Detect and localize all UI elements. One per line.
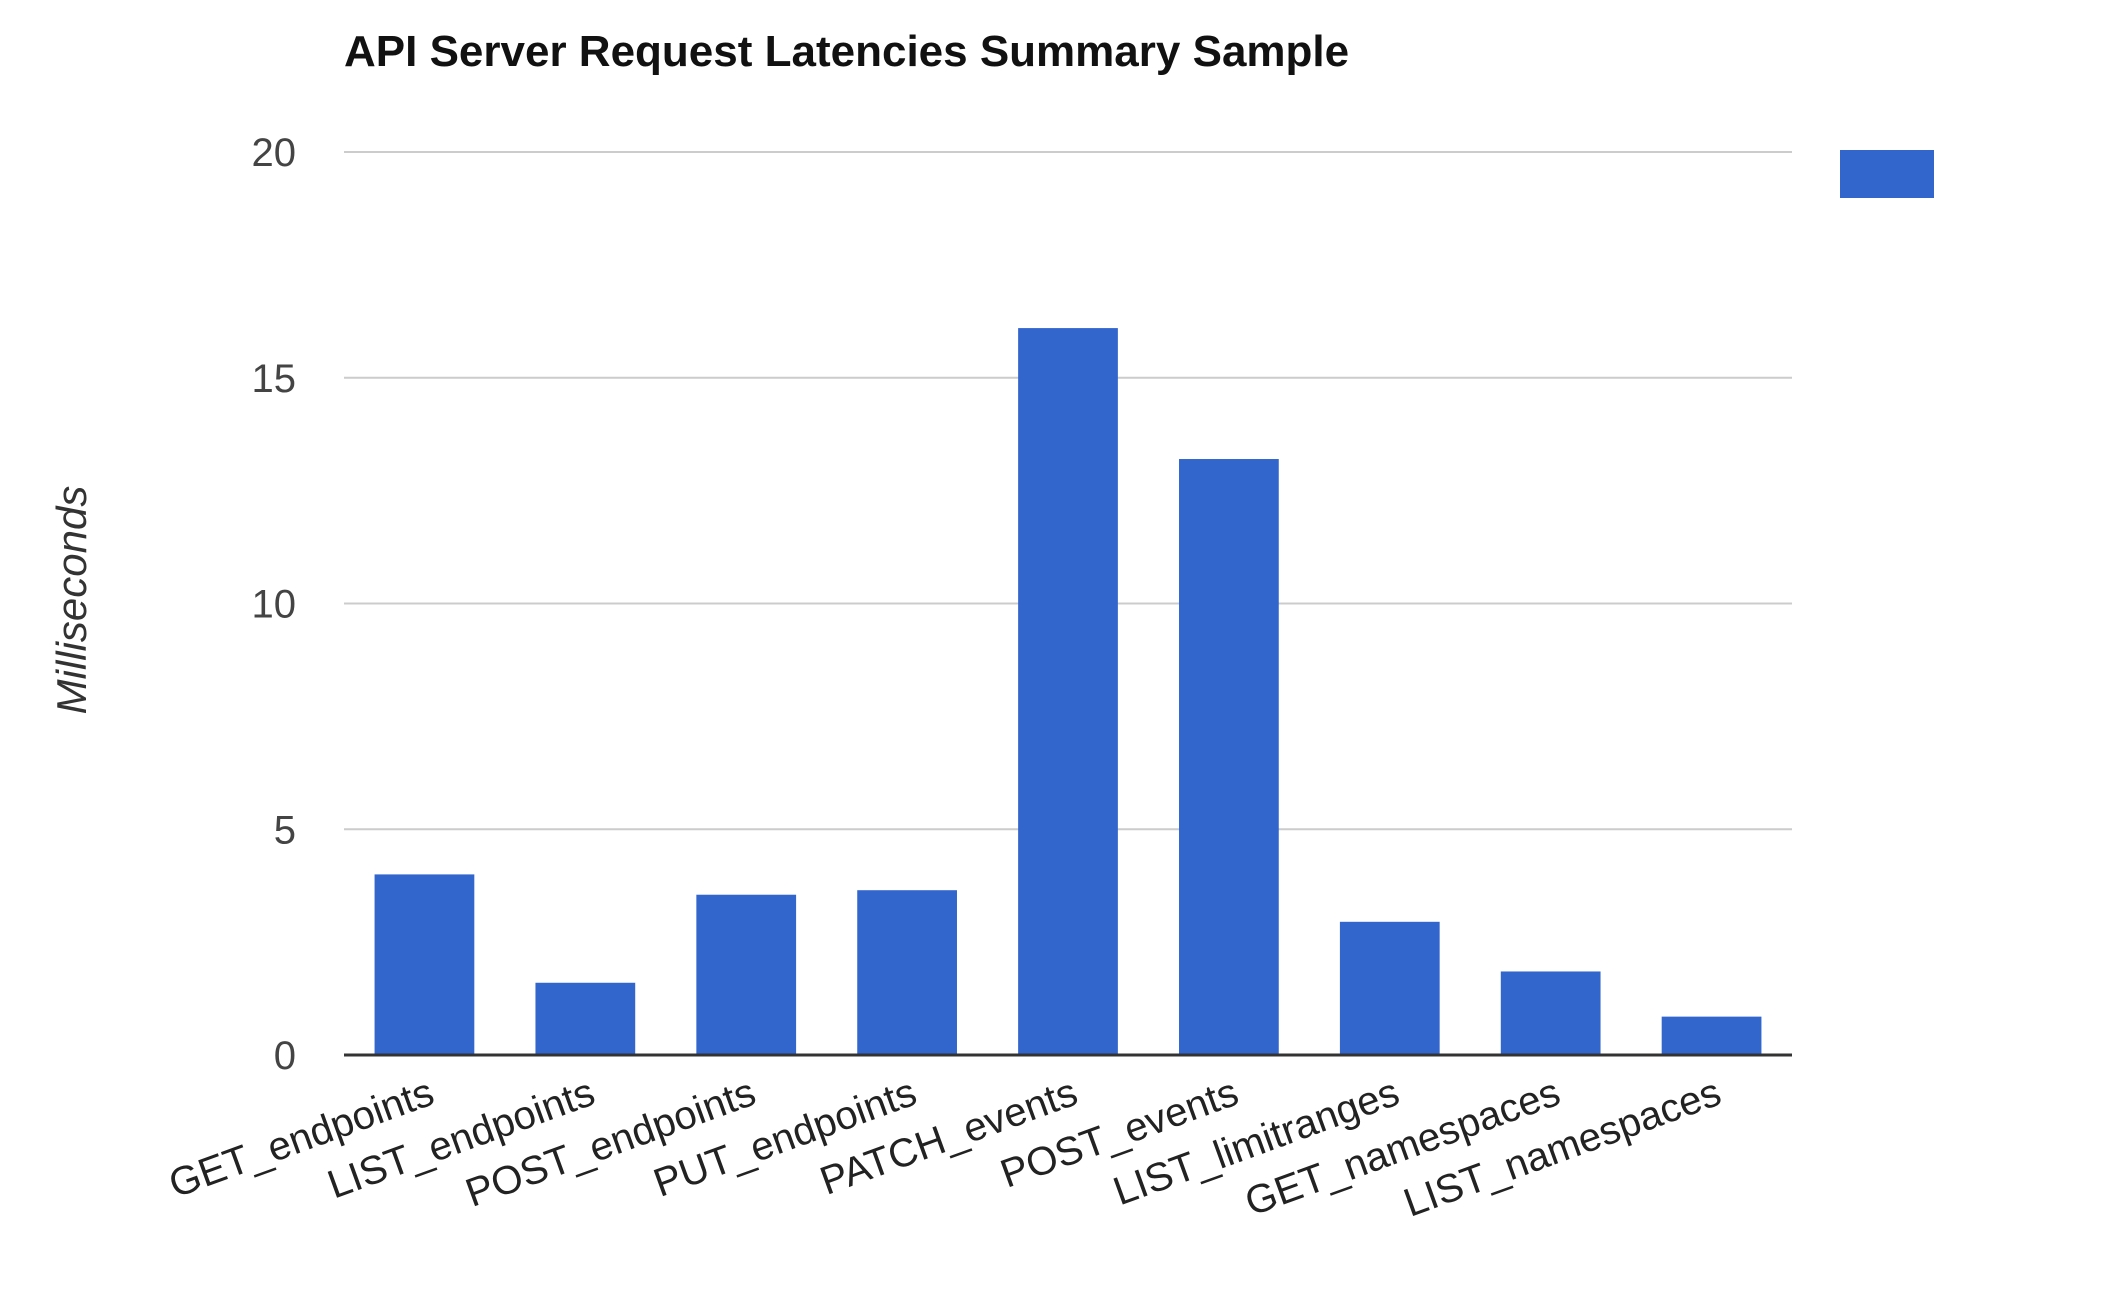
y-tick-label: 10 bbox=[252, 583, 297, 627]
y-tick-label: 5 bbox=[274, 808, 296, 852]
bar-list-endpoints bbox=[535, 982, 636, 1055]
bars bbox=[374, 328, 1762, 1056]
y-tick-label: 15 bbox=[252, 357, 297, 401]
bar-list-namespaces bbox=[1661, 1016, 1762, 1055]
legend-swatch-series-1 bbox=[1840, 150, 1934, 198]
bar-put-endpoints bbox=[857, 890, 957, 1055]
bar-post-events bbox=[1179, 459, 1279, 1055]
bar-get-endpoints bbox=[374, 874, 475, 1055]
y-axis-ticks: 0 5 10 15 20 bbox=[252, 131, 297, 1078]
bar-patch-events bbox=[1018, 328, 1118, 1056]
y-axis-label: Milliseconds bbox=[48, 486, 95, 715]
legend bbox=[1840, 150, 1934, 198]
y-tick-label: 20 bbox=[252, 131, 297, 175]
y-tick-label: 0 bbox=[274, 1034, 296, 1078]
bar-get-namespaces bbox=[1500, 971, 1601, 1055]
bar-list-limitranges bbox=[1339, 921, 1440, 1055]
x-axis-ticks: GET_endpointsLIST_endpointsPOST_endpoint… bbox=[163, 1070, 1726, 1225]
chart-title: API Server Request Latencies Summary Sam… bbox=[344, 27, 1349, 76]
bar-post-endpoints bbox=[696, 894, 797, 1055]
